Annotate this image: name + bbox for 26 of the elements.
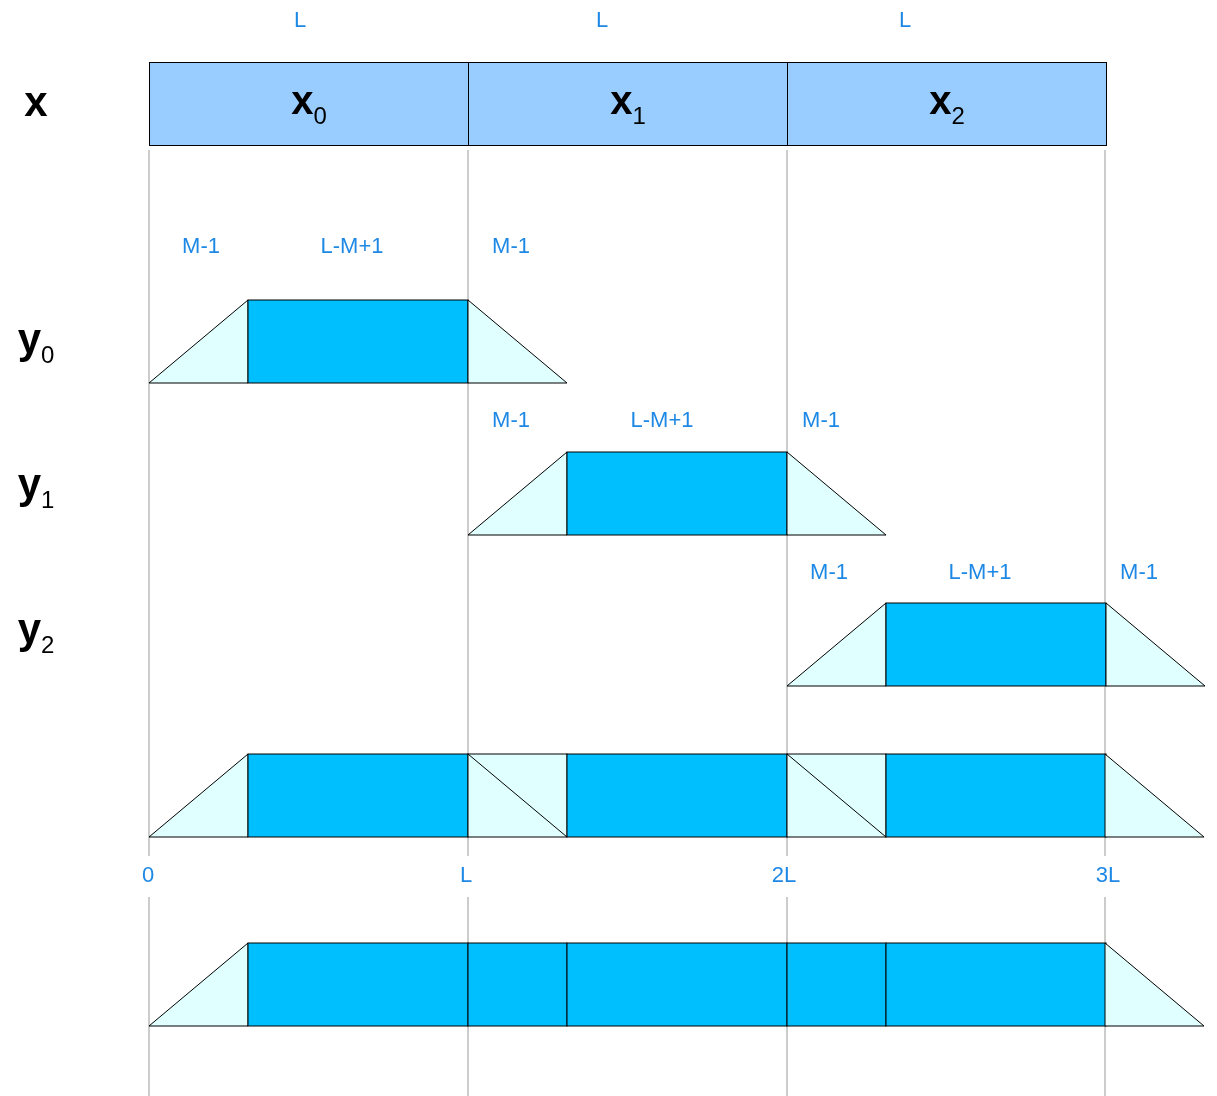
length-label: M-1 <box>810 561 848 583</box>
axis-tick-label: 2L <box>771 864 797 886</box>
length-label: L-M+1 <box>320 235 384 257</box>
length-label: M-1 <box>1120 561 1158 583</box>
signal-name: y$_{2}$ <box>17 607 55 657</box>
length-label: L <box>898 9 912 31</box>
length-label: L-M+1 <box>948 561 1012 583</box>
signal-block <box>149 62 469 146</box>
signal-name: y$_{0}$ <box>17 317 55 367</box>
length-label: L-M+1 <box>630 409 694 431</box>
length-label: M-1 <box>492 235 530 257</box>
length-label: M-1 <box>802 409 840 431</box>
length-label: L <box>595 9 609 31</box>
length-label: L <box>293 9 307 31</box>
axis-tick-label: 3L <box>1095 864 1121 886</box>
signal-name: x <box>24 81 48 123</box>
signal-name: y$_{1}$ <box>17 462 55 512</box>
block-label: x$_{1}$ <box>610 80 646 128</box>
axis-tick-label: 0 <box>141 864 155 886</box>
length-label: M-1 <box>182 235 220 257</box>
block-label: x$_{0}$ <box>291 80 327 128</box>
signal-block <box>787 62 1107 146</box>
axis-tick-label: L <box>459 864 473 886</box>
block-label: x$_{2}$ <box>929 80 965 128</box>
length-label: M-1 <box>492 409 530 431</box>
signal-block <box>468 62 788 146</box>
